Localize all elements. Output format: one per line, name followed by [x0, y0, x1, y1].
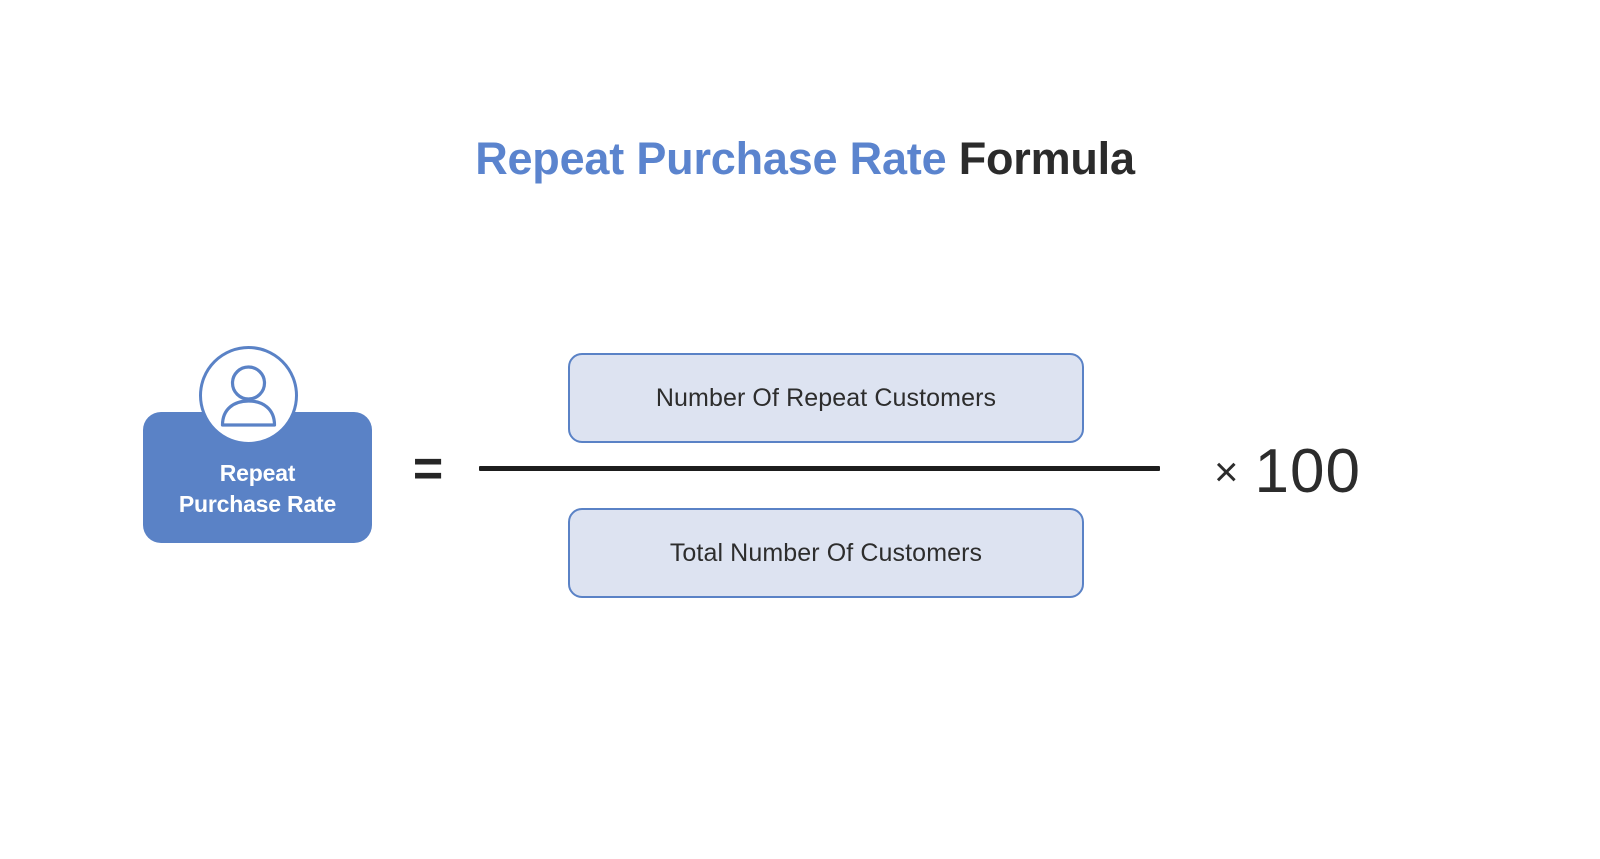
denominator-box: Total Number Of Customers [568, 508, 1084, 598]
equals-sign: = [412, 440, 444, 498]
fraction-rule [479, 466, 1160, 471]
page-title-suffix: Formula [946, 133, 1135, 184]
denominator-label: Total Number Of Customers [669, 538, 983, 567]
multiply-icon: × [1214, 448, 1239, 495]
numerator-box: Number Of Repeat Customers [568, 353, 1084, 443]
metric-badge-label-line1: Repeat [219, 460, 296, 486]
numerator-label: Number Of Repeat Customers [655, 383, 997, 412]
fraction-group: Number Of Repeat Customers Total Number … [556, 353, 1084, 598]
metric-badge-label-line2: Purchase Rate [178, 490, 337, 517]
multiplier-value: 100 [1254, 437, 1361, 506]
page-title-highlight: Repeat Purchase Rate [475, 133, 947, 184]
metric-badge-label: Repeat Purchase Rate [143, 458, 372, 519]
user-avatar-icon [199, 346, 298, 445]
multiplier-group: × 100 [1214, 441, 1361, 503]
page-title: Repeat Purchase Rate Formula [5, 133, 1600, 185]
